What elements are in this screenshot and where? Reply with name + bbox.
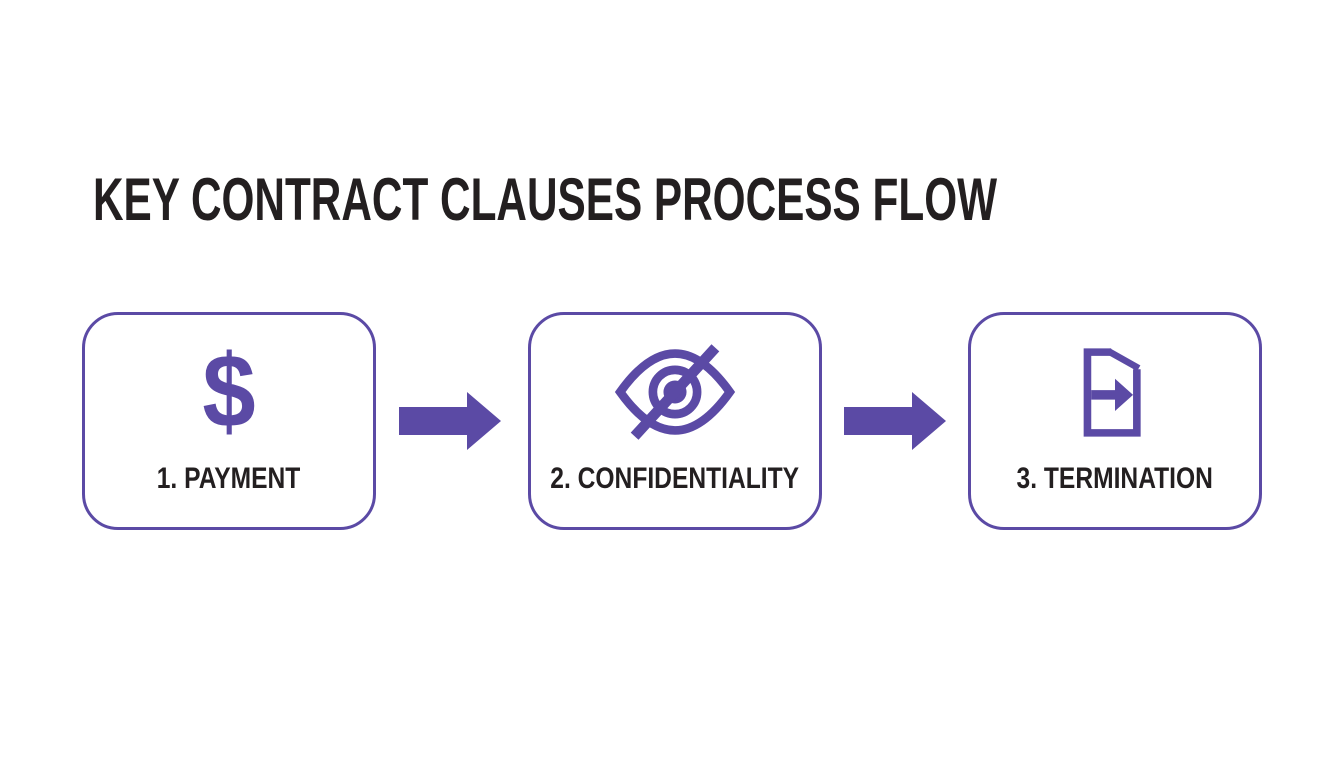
arrow-right-icon	[844, 392, 946, 450]
step-icon-area	[1077, 342, 1153, 442]
step-icon-area: $	[200, 334, 258, 450]
step-label: 1. PAYMENT	[157, 462, 301, 495]
exit-door-icon	[1077, 347, 1153, 438]
step-label: 3. TERMINATION	[1016, 462, 1214, 495]
flow-step-confidentiality: 2. CONFIDENTIALITY	[528, 312, 822, 530]
flow-step-payment: $ 1. PAYMENT	[82, 312, 376, 530]
eye-slash-icon	[613, 342, 737, 442]
page-title: KEY CONTRACT CLAUSES PROCESS FLOW	[93, 166, 998, 233]
step-icon-area	[613, 342, 737, 442]
step-label: 2. CONFIDENTIALITY	[550, 462, 800, 495]
arrow-right-icon	[399, 392, 501, 450]
flow-step-termination: 3. TERMINATION	[968, 312, 1262, 530]
dollar-icon: $	[202, 334, 256, 450]
